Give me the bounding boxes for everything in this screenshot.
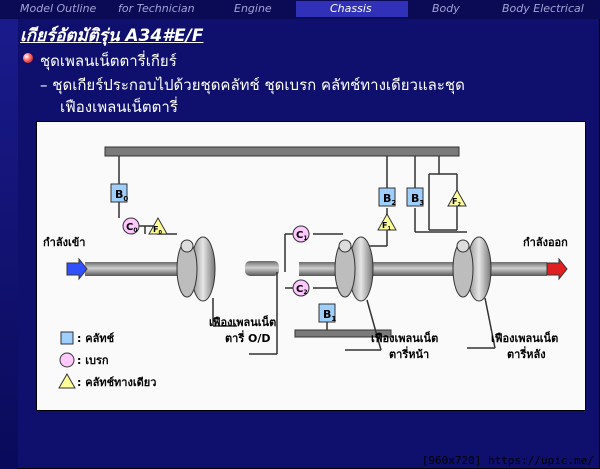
- output-power-label: กำลังออก: [523, 236, 568, 249]
- bullet-icon: [23, 53, 33, 63]
- intermediate-shaft: [245, 261, 279, 276]
- brake-c0: [122, 217, 140, 235]
- gear-front-ring: [334, 236, 374, 302]
- oneway-f0: [148, 216, 168, 235]
- oneway-f0-label: F0: [153, 225, 162, 236]
- oneway-f1: [377, 212, 397, 231]
- bullet-sub-line1: – ชุดเกียร์ประกอบไปด้วยชุดคลัทช์ ชุดเบรก…: [40, 76, 465, 94]
- gear-rear-caption-2: ตารี่หลัง: [507, 346, 546, 361]
- clutch-b0-label: B0: [115, 188, 128, 203]
- diagram-legend: : คลัทช์ : เบรก : คลัทช์ทางเดียว: [58, 331, 156, 389]
- brake-c1: [292, 225, 310, 243]
- legend-clutch-label: : คลัทช์: [77, 332, 115, 345]
- gear-od-caption-1: เฟืองเพลนเน็ต: [209, 315, 276, 329]
- legend-brake-label: : เบรก: [77, 354, 109, 367]
- clutch-b1: [318, 303, 336, 323]
- nav-model-outline[interactable]: Model Outline: [20, 2, 97, 15]
- brake-c2-label: C2: [296, 284, 308, 296]
- bullet-sub-line2: เฟืองเพลนเน็ตตารี่: [60, 98, 178, 116]
- input-arrow-icon: [66, 257, 88, 281]
- bullet-sub: – ชุดเกียร์ประกอบไปด้วยชุดคลัทช์ ชุดเบรก…: [40, 74, 600, 118]
- oneway-f2: [447, 188, 467, 207]
- oneway-f2-label: F2: [452, 197, 461, 208]
- gear-rear-caption-1: เฟืองเพลนเน็ต: [491, 331, 558, 345]
- gear-od-caption-2: ตารี่ O/D: [225, 330, 271, 345]
- clutch-b2-label: B2: [383, 192, 396, 207]
- brake-c0-label: C0: [126, 222, 138, 234]
- clutch-b1-label: B1: [323, 308, 336, 323]
- nav-engine[interactable]: Engine: [234, 2, 272, 15]
- legend-oneway-label: : คลัทช์ทางเดียว: [77, 376, 156, 389]
- legend-oneway-icon: [58, 372, 76, 389]
- housing-top-bar: [104, 146, 460, 157]
- left-decoration: [0, 0, 18, 469]
- gear-rear-ring: [452, 236, 492, 302]
- transmission-diagram: กำลังเข้า กำลังออก B0 C0 F0 C1 C2 B1 B2 …: [43, 146, 568, 389]
- gear-front-caption-1: เฟืองเพลนเน็ต: [371, 331, 438, 345]
- nav-for-technician[interactable]: for Technician: [118, 2, 195, 15]
- diagram-link-lines: [118, 156, 496, 355]
- transmission-diagram-panel: กำลังเข้า กำลังออก B0 C0 F0 C1 C2 B1 B2 …: [36, 121, 586, 411]
- nav-active-highlight: [296, 1, 408, 17]
- input-power-label: กำลังเข้า: [43, 236, 85, 249]
- nav-chassis[interactable]: Chassis: [330, 2, 372, 15]
- legend-clutch-icon: [60, 331, 74, 345]
- top-nav-bar: Model Outline for Technician Engine Chas…: [0, 0, 600, 19]
- brake-c2: [292, 279, 310, 297]
- output-arrow-icon: [546, 257, 568, 281]
- nav-body[interactable]: Body: [432, 2, 460, 15]
- clutch-b3: [406, 187, 424, 207]
- image-size-watermark: [960x720] https://upic.me/: [421, 454, 594, 467]
- bullet-main: ชุดเพลนเน็ตตารี่เกียร์: [40, 52, 177, 70]
- brake-c1-label: C1: [296, 230, 308, 242]
- clutch-b0: [110, 183, 128, 203]
- housing-bottom-bar: [294, 329, 392, 338]
- clutch-b2: [378, 187, 396, 207]
- gear-front-caption-2: ตารี่หน้า: [389, 346, 429, 361]
- nav-body-electrical[interactable]: Body Electrical: [502, 2, 584, 15]
- legend-brake-icon: [59, 352, 75, 368]
- slide-title: เกียร์อัตมัติรุ่น A34#E/F: [20, 26, 204, 46]
- gear-od-ring: [176, 236, 216, 302]
- clutch-b3-label: B3: [411, 192, 424, 207]
- oneway-f1-label: F1: [382, 221, 391, 232]
